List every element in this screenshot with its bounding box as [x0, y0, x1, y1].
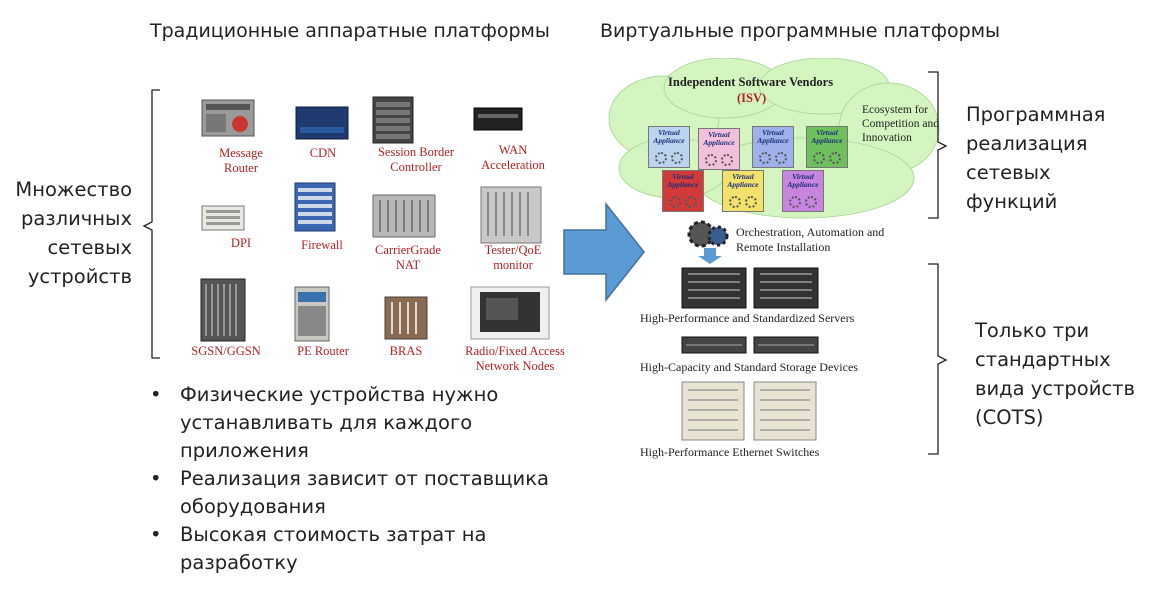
gear-icon: [775, 152, 787, 164]
right-bottom-label-line: стандартных: [975, 348, 1111, 371]
gear-icon: [655, 152, 667, 164]
device-label-radio-fixed-access: Radio/Fixed Access Network Nodes: [465, 344, 565, 373]
virtual-appliance-label: Virtual Appliance: [667, 172, 699, 189]
device-label-cdn: CDN: [309, 146, 337, 160]
orchestration-gear-icon: [687, 220, 729, 264]
chassis-icon: [480, 186, 542, 244]
list-item: • Реализация зависит от поставщика оборуд…: [150, 465, 550, 521]
left-header: Традиционные аппаратные платформы: [150, 20, 550, 42]
virtual-appliance-label: Virtual Appliance: [703, 130, 735, 147]
device-label-wan-acceleration: WAN Acceleration: [481, 143, 545, 172]
device-label-message-router: Message Router: [219, 146, 263, 175]
right-bottom-label-line: вида устройств: [975, 377, 1135, 400]
gear-icon: [789, 196, 801, 208]
rack-icon: [372, 96, 414, 144]
gear-icon: [805, 196, 817, 208]
bullet-text: Высокая стоимость затрат на разработку: [180, 523, 487, 574]
bullet-glyph: •: [150, 523, 162, 546]
left-side-label-line: сетевых: [47, 236, 132, 259]
left-bracket: [142, 89, 160, 359]
bullet-glyph: •: [150, 467, 162, 490]
virtual-appliance-label: Virtual Appliance: [757, 128, 789, 145]
chassis-icon: [372, 194, 436, 238]
bullet-glyph: •: [150, 383, 162, 406]
rack-icon: [200, 278, 246, 342]
gear-icon: [671, 152, 683, 164]
gear-icon: [685, 196, 697, 208]
virtual-appliance-label: Virtual Appliance: [787, 172, 819, 189]
storage-label: High-Capacity and Standard Storage Devic…: [640, 360, 858, 374]
list-item: • Физические устройства нужно устанавлива…: [150, 381, 550, 465]
gear-icon: [705, 154, 717, 166]
right-top-label-line: Программная: [966, 103, 1106, 126]
virtual-appliance-label: Virtual Appliance: [653, 128, 685, 145]
virtual-appliance: Virtual Appliance: [648, 126, 690, 168]
device-label-carriergrade-nat: CarrierGrade NAT: [375, 243, 441, 272]
router-icon: [200, 98, 256, 138]
right-top-label-line: функций: [966, 190, 1058, 213]
virtual-appliance: Virtual Appliance: [722, 170, 764, 212]
right-top-bracket: [928, 71, 948, 219]
switches-icon: [681, 381, 817, 441]
virtual-appliance: Virtual Appliance: [698, 128, 740, 170]
virtual-appliance-label: Virtual Appliance: [811, 128, 843, 145]
virtual-appliance-label: Virtual Appliance: [727, 172, 759, 189]
device-label-tester-qoe-monitor: Tester/QoE monitor: [484, 243, 542, 272]
virtual-appliance: Virtual Appliance: [782, 170, 824, 212]
virtual-appliance: Virtual Appliance: [662, 170, 704, 212]
appliance-icon: [200, 202, 246, 234]
servers-icon: [681, 267, 819, 309]
device-label-dpi: DPI: [230, 236, 252, 250]
left-side-label: Множество различных сетевых устройств: [10, 175, 132, 291]
server-box-icon: [294, 105, 350, 141]
device-label-session-border-controller: Session Border Controller: [377, 145, 455, 174]
right-top-label: Программная реализация сетевых функций: [966, 100, 1105, 216]
gear-icon: [669, 196, 681, 208]
transition-arrow: [563, 201, 645, 303]
isv-title: Independent Software Vendors: [668, 75, 834, 89]
bullet-text: Физические устройства нужно устанавливат…: [180, 383, 499, 462]
device-label-bras: BRAS: [389, 344, 423, 358]
virtual-appliance: Virtual Appliance: [806, 126, 848, 168]
ecosystem-label: Ecosystem for Competition and Innovation: [862, 104, 939, 144]
orchestration-label: Orchestration, Automation and Remote Ins…: [736, 225, 885, 254]
right-bottom-bracket: [928, 263, 948, 455]
device-label-sgsn-ggsn: SGSN/GGSN: [191, 344, 261, 358]
gear-icon: [813, 152, 825, 164]
storage-icon: [681, 336, 819, 354]
servers-label: High-Performance and Standardized Server…: [640, 311, 855, 325]
bullet-text: Реализация зависит от поставщика оборудо…: [180, 467, 549, 518]
list-item: • Высокая стоимость затрат на разработку: [150, 521, 550, 577]
right-bottom-label: Только три стандартных вида устройств (C…: [975, 316, 1135, 432]
gear-icon: [729, 196, 741, 208]
right-bottom-label-line: Только три: [975, 319, 1090, 342]
right-bottom-label-line: (COTS): [975, 406, 1044, 429]
device-label-pe-router: PE Router: [297, 344, 349, 358]
device-label-firewall: Firewall: [301, 238, 343, 252]
right-top-label-line: сетевых: [966, 161, 1051, 184]
isv-abbr: (ISV): [737, 91, 767, 105]
devices-grid: Message Router CDN Session Border Contro…: [170, 90, 580, 380]
gear-icon: [829, 152, 841, 164]
appliance-icon: [472, 100, 524, 136]
rack-icon: [294, 286, 330, 342]
left-side-label-line: Множество: [15, 178, 132, 201]
virtual-appliance: Virtual Appliance: [752, 126, 794, 168]
rack-icon: [384, 296, 428, 340]
gear-icon: [759, 152, 771, 164]
right-top-label-line: реализация: [966, 132, 1088, 155]
gear-icon: [745, 196, 757, 208]
left-side-label-line: различных: [20, 207, 132, 230]
server-box-icon: [470, 286, 550, 340]
switches-label: High-Performance Ethernet Switches: [640, 445, 820, 459]
right-header: Виртуальные программные платформы: [600, 20, 1001, 42]
left-side-label-line: устройств: [27, 265, 132, 288]
rack-icon: [294, 182, 336, 232]
gear-icon: [721, 154, 733, 166]
bullet-list: • Физические устройства нужно устанавлива…: [150, 381, 550, 577]
